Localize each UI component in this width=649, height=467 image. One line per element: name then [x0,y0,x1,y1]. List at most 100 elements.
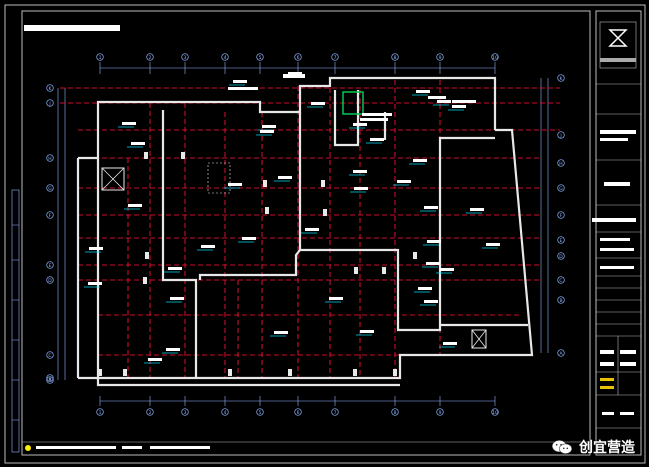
beam-label [84,282,102,288]
grid-bubbles: 1122334455667788991010KJHGFEDCBAKJHGFEDC… [46,53,565,416]
beam-label [224,183,242,189]
svg-text:C: C [48,353,51,359]
svg-text:J: J [48,101,50,107]
svg-text:7: 7 [334,410,337,416]
beam-label [325,297,343,303]
grid-bubble-left-K: K [46,84,54,92]
walls [76,76,534,387]
beam-label [162,348,180,354]
beam-label [436,268,454,274]
grid-bubble-4: 4 [221,408,229,416]
beam-label [422,262,440,268]
grid-bubble-7: 7 [331,408,339,416]
svg-text:3: 3 [184,55,187,61]
beam-label [433,100,451,106]
grid-bubble-right-J: J [557,131,565,139]
grid-bubble-9: 9 [436,53,444,61]
grid-bubble-6: 6 [294,408,302,416]
beam-label [144,358,162,364]
note-text [283,74,305,78]
grid-bubble-right-C: C [557,276,565,284]
grid-bubble-3: 3 [181,408,189,416]
grid-bubble-5: 5 [256,53,264,61]
beam-label [127,142,145,148]
svg-text:3: 3 [184,410,187,416]
svg-text:D: D [48,278,52,284]
svg-text:G: G [559,186,563,192]
svg-text:K: K [49,86,53,92]
grid-bubble-4: 4 [221,53,229,61]
grid-bubble-left-H: H [46,154,54,162]
beam-lines [60,80,560,378]
beam-label [466,208,484,214]
grid-bubble-2: 2 [146,53,154,61]
note-text [362,113,392,116]
dimension-lines [57,62,549,406]
beam-label [412,90,430,96]
beam-label [414,287,432,293]
svg-text:C: C [559,278,562,284]
note-text [452,100,476,103]
svg-text:1: 1 [99,55,102,61]
grid-bubble-10: 10 [491,408,499,416]
svg-text:A: A [48,378,52,384]
grid-bubble-8: 8 [391,408,399,416]
svg-text:6: 6 [297,410,300,416]
svg-text:2: 2 [149,55,152,61]
beam-label [349,170,367,176]
grid-bubble-1: 1 [96,53,104,61]
grid-bubble-left-C: C [46,351,54,359]
beam-label [256,130,274,136]
sheet-border [4,4,646,464]
svg-text:B: B [48,376,51,382]
svg-text:4: 4 [224,410,227,416]
grid-bubble-left-D: D [46,276,54,284]
beam-label [350,187,368,193]
grid-bubble-left-G: G [46,184,54,192]
svg-text:2: 2 [149,410,152,416]
grid-bubble-right-E: E [557,236,565,244]
svg-text:E: E [560,238,563,244]
drawing-frame [21,10,591,456]
grid-bubble-10: 10 [491,53,499,61]
grid-bubble-left-E: E [46,261,54,269]
beam-label [301,228,319,234]
svg-text:8: 8 [394,410,397,416]
svg-text:F: F [49,213,52,219]
svg-text:9: 9 [439,55,442,61]
drawing-title-bar [24,25,120,31]
svg-text:9: 9 [439,410,442,416]
grid-bubble-2: 2 [146,408,154,416]
svg-text:4: 4 [224,55,227,61]
grid-bubble-8: 8 [391,53,399,61]
grid-bubble-5: 5 [256,408,264,416]
grid-bubble-9: 9 [436,408,444,416]
wechat-icon [551,440,573,454]
beam-label [423,240,441,246]
bottom-strip [22,441,590,451]
beam-label [229,80,247,86]
grid-bubble-left-J: J [46,99,54,107]
watermark-text: 创宜营造 [579,440,635,456]
note-text [360,118,388,121]
beam-label [420,300,438,306]
beam-labels [84,72,500,364]
svg-text:5: 5 [259,55,262,61]
grid-bubble-1: 1 [96,408,104,416]
svg-text:H: H [48,156,51,162]
stair-core [101,91,487,349]
beam-label [393,180,411,186]
grid-bubble-3: 3 [181,53,189,61]
beam-label [274,176,292,182]
grid-bubble-right-H: H [557,159,565,167]
beam-label [197,245,215,251]
beam-label [439,342,457,348]
svg-text:K: K [560,76,564,82]
svg-text:6: 6 [297,55,300,61]
beam-label [482,243,500,249]
svg-text:H: H [559,161,562,167]
svg-text:F: F [560,213,563,219]
columns [98,152,417,376]
beam-label [409,159,427,165]
